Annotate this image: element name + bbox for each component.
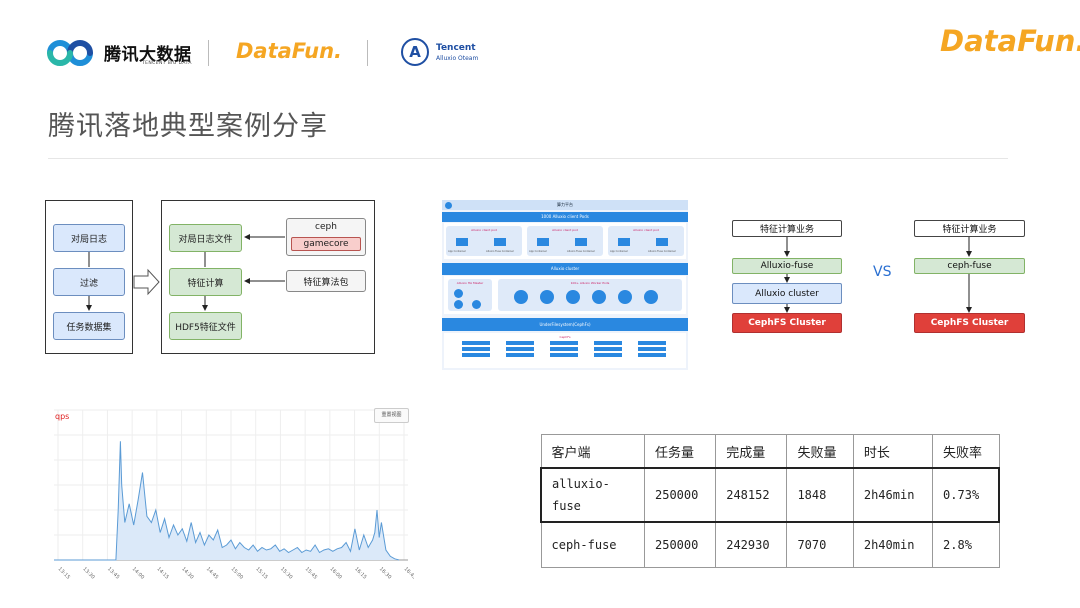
table-cell-client: alluxio-fuse <box>541 468 645 522</box>
arch-platform-icon <box>445 202 452 209</box>
alluxio-architecture-diagram: 算力平台 1000 Alluxio client Pods Alluxio cl… <box>442 200 688 370</box>
x-tick-label: 14:30 <box>180 566 194 580</box>
x-tick-label: 13:45 <box>106 566 120 580</box>
table-header-cell: 失败率 <box>933 435 999 469</box>
table-cell: 242930 <box>716 522 787 568</box>
arch-ufs-bar: UnderFilesystem(CephFs) <box>442 318 688 331</box>
x-tick-label: 13:15 <box>57 566 71 580</box>
result-table: 客户端 任务量 完成量 失败量 时长 失败率 alluxio-fuse 2500… <box>540 434 1000 568</box>
table-cell-fail-rate: 0.73% <box>933 468 999 522</box>
table-header-cell: 时长 <box>853 435 932 469</box>
table-cell: 1848 <box>787 468 853 522</box>
table-cell-fail-rate: 2.8% <box>933 522 999 568</box>
x-tick-label: 15:15 <box>254 566 268 580</box>
table-row: alluxio-fuse 250000 248152 1848 2h46min … <box>541 468 999 522</box>
table-cell: 248152 <box>716 468 787 522</box>
datafun-logo-large: DataFun. <box>940 24 1080 58</box>
arch-client-pod: Alluxio client pod App Container Alluxio… <box>608 226 684 256</box>
qps-chart: 13:15 13:30 13:45 14:00 14:15 14:30 14:45 15:00… <box>48 402 414 580</box>
x-tick-label: 16:15 <box>353 566 367 580</box>
table-cell: 2h46min <box>853 468 932 522</box>
qps-chart-title: qps <box>55 412 69 421</box>
alluxio-logo-subtitle: Alluxio Oteam <box>436 55 478 62</box>
arch-client-pod: Alluxio client pod App Container Alluxio… <box>446 226 522 256</box>
x-tick-label: 13:30 <box>81 566 95 580</box>
table-header-cell: 失败量 <box>787 435 853 469</box>
cmp-connectors <box>720 230 1040 320</box>
arch-cephfs: CephFs <box>444 333 686 368</box>
table-header-cell: 任务量 <box>645 435 716 469</box>
arch-client-pod: Alluxio client pod App Container Alluxio… <box>527 226 603 256</box>
x-tick-label: 14:15 <box>155 566 169 580</box>
arch-cluster-bar: Alluxio cluster <box>442 263 688 275</box>
x-tick-label: 16:45 <box>403 566 414 580</box>
arch-workers: 100+ Alluxio Worker Pods <box>498 279 682 311</box>
table-header-cell: 客户端 <box>541 435 645 469</box>
table-cell: 2h40min <box>853 522 932 568</box>
table-cell-client: ceph-fuse <box>541 522 645 568</box>
flow-connectors <box>0 0 400 360</box>
table-cell: 250000 <box>645 468 716 522</box>
flow-big-arrow <box>134 270 159 294</box>
table-row: ceph-fuse 250000 242930 7070 2h40min 2.8… <box>541 522 999 568</box>
table-header-cell: 完成量 <box>716 435 787 469</box>
x-tick-label: 16:00 <box>328 566 342 580</box>
x-tick-label: 14:00 <box>131 566 145 580</box>
x-tick-label: 14:45 <box>205 566 219 580</box>
reset-view-button[interactable]: 重置视图 <box>374 408 409 423</box>
table-cell: 7070 <box>787 522 853 568</box>
alluxio-logo-icon: A <box>401 38 429 66</box>
arch-client-pods-bar: 1000 Alluxio client Pods <box>442 212 688 222</box>
qps-series-line <box>54 441 399 560</box>
table-cell: 250000 <box>645 522 716 568</box>
arch-master: Alluxio HA Master <box>448 279 492 311</box>
alluxio-logo-title: Tencent <box>436 43 476 53</box>
qps-chart-svg: 13:15 13:30 13:45 14:00 14:15 14:30 14:45 15:00… <box>48 402 414 580</box>
x-tick-label: 15:30 <box>279 566 293 580</box>
qps-area <box>54 441 399 560</box>
x-tick-label: 15:00 <box>230 566 244 580</box>
x-tick-label: 16:30 <box>378 566 392 580</box>
table-header-row: 客户端 任务量 完成量 失败量 时长 失败率 <box>541 435 999 469</box>
x-tick-label: 15:45 <box>304 566 318 580</box>
arch-platform-bar: 算力平台 <box>442 200 688 210</box>
